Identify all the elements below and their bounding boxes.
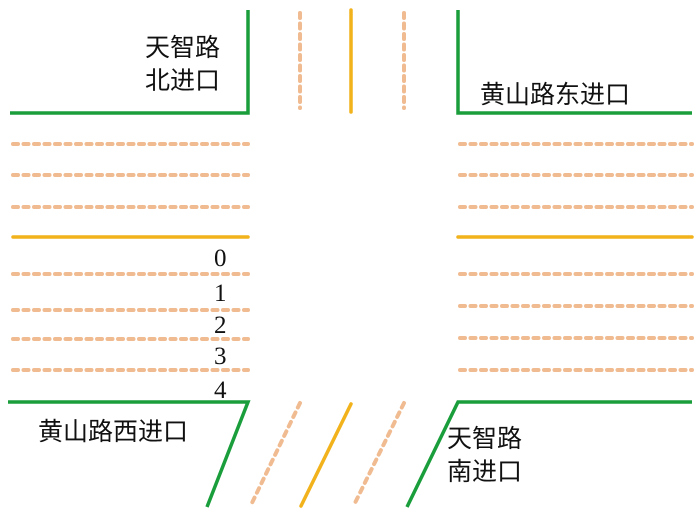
lane-number: 3 — [214, 343, 227, 370]
south-lane-divider — [249, 401, 302, 507]
west-approach-label: 黄山路西进口 — [38, 417, 188, 446]
lane-number: 0 — [214, 245, 227, 272]
south-approach-label-line2: 南进口 — [447, 457, 522, 486]
southeast-curb — [405, 400, 692, 508]
south-approach-label-line1: 天智路 — [447, 424, 522, 453]
lane-number: 2 — [214, 312, 227, 339]
lane-number: 4 — [214, 377, 227, 404]
north-approach-label-line1: 天智路 — [145, 33, 220, 62]
south-lane-divider — [352, 401, 406, 507]
lane-number: 1 — [214, 280, 227, 307]
north-approach-label-line2: 北进口 — [145, 66, 220, 95]
southwest-curb — [8, 400, 251, 508]
northwest-curb — [10, 10, 250, 115]
east-approach-label: 黄山路东进口 — [480, 80, 630, 109]
northeast-curb — [456, 10, 692, 115]
south-center-line — [299, 402, 353, 508]
